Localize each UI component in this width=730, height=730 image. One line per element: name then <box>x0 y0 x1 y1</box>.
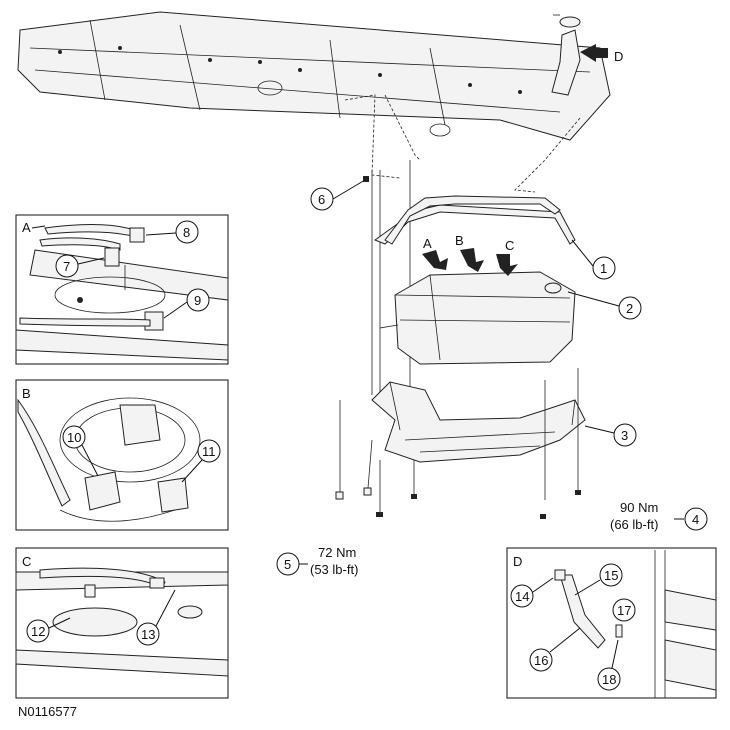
arrow-label-b: B <box>455 233 464 248</box>
svg-text:12: 12 <box>31 624 45 639</box>
torque-5-value: 72 Nm <box>318 545 356 560</box>
svg-text:4: 4 <box>692 512 699 527</box>
fuel-tank-straps <box>373 195 576 245</box>
svg-text:1: 1 <box>600 261 607 276</box>
callout-6: 6 <box>310 176 369 211</box>
svg-text:2: 2 <box>626 301 633 316</box>
svg-text:7: 7 <box>63 259 70 274</box>
arrow-label-a: A <box>423 236 432 251</box>
callout-5: 5 72 Nm (53 lb-ft) <box>276 545 358 577</box>
view-letter-d: D <box>614 49 623 64</box>
svg-text:3: 3 <box>621 428 628 443</box>
torque-4-alt: (66 lb-ft) <box>610 517 658 532</box>
inset-view-b: B 10 11 <box>15 379 229 531</box>
filler-neck-assembly <box>551 14 581 96</box>
svg-text:13: 13 <box>141 627 155 642</box>
svg-text:16: 16 <box>534 653 548 668</box>
svg-text:6: 6 <box>318 192 325 207</box>
torque-5-alt: (53 lb-ft) <box>310 562 358 577</box>
fuel-tank <box>379 271 576 365</box>
inset-view-c: C 12 13 <box>15 547 229 699</box>
torque-4-value: 90 Nm <box>620 500 658 515</box>
inset-c-label: C <box>22 554 31 569</box>
tank-module-arrows: A B C <box>422 233 518 276</box>
svg-text:5: 5 <box>284 557 291 572</box>
figure-id: N0116577 <box>18 704 77 719</box>
svg-text:10: 10 <box>67 430 81 445</box>
svg-text:14: 14 <box>515 589 529 604</box>
callout-2: 2 <box>567 291 642 320</box>
callout-1: 1 <box>571 239 616 280</box>
skid-plate <box>371 368 586 500</box>
svg-text:11: 11 <box>202 444 216 459</box>
svg-text:8: 8 <box>183 225 190 240</box>
arrow-label-c: C <box>505 238 514 253</box>
inset-b-label: B <box>22 386 31 401</box>
callout-3: 3 <box>584 423 637 447</box>
inset-view-a: A 8 7 9 <box>15 214 229 365</box>
svg-text:9: 9 <box>194 293 201 308</box>
svg-text:18: 18 <box>602 672 616 687</box>
vehicle-frame <box>17 11 611 141</box>
inset-view-d: D 14 15 17 16 18 <box>506 547 717 699</box>
arrow-d: D <box>580 44 623 64</box>
svg-text:15: 15 <box>604 568 618 583</box>
skid-plate-bolts <box>335 400 581 519</box>
callout-4: 90 Nm (66 lb-ft) 4 <box>610 500 708 532</box>
inset-a-label: A <box>22 220 31 235</box>
inset-d-label: D <box>513 554 522 569</box>
svg-text:17: 17 <box>617 603 631 618</box>
